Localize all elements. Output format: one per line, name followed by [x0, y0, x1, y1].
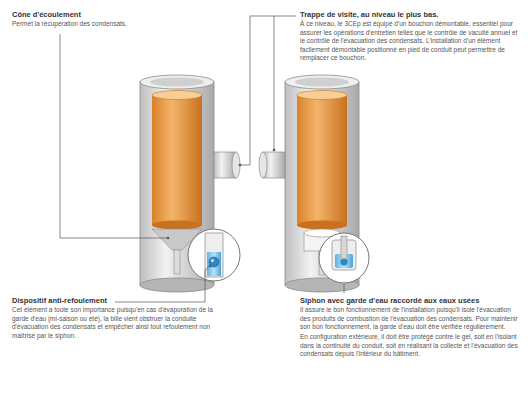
callout-heading: Trappe de visite, au niveau le plus bas. [300, 10, 522, 19]
left-conduit [140, 75, 240, 292]
callout-text: En configuration extérieure, il doit êtr… [300, 333, 522, 359]
right-conduit [259, 75, 369, 292]
callout-heading: Dispositif anti-refoulement [12, 296, 232, 305]
callout-text: Il assure le bon fonctionnement de l'ins… [300, 306, 522, 332]
leader-dots [167, 149, 276, 268]
callout-heading: Siphon avec garde d'eau raccordé aux eau… [300, 296, 522, 305]
callout-text: Cet élément a toute son importance puisq… [12, 306, 227, 340]
callout-text: Permet la récupération des condensats. [12, 20, 212, 29]
callout-heading: Cône d'écoulement [12, 10, 212, 19]
callout-text: À ce niveau, le 3CEp est équipé d'un bou… [300, 20, 522, 63]
